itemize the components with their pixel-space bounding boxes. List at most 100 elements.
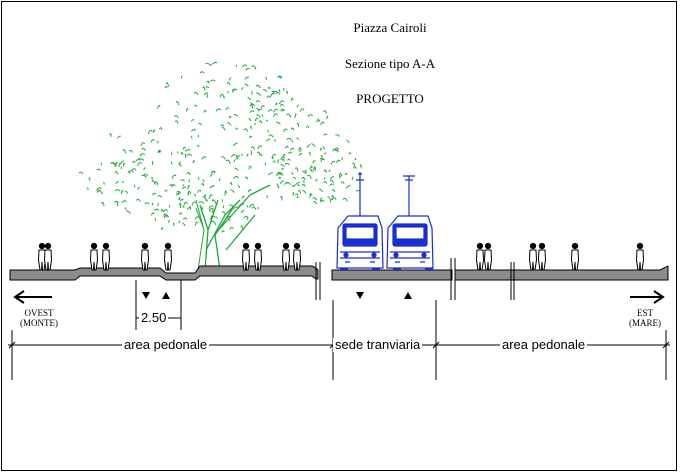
leaf-stroke bbox=[320, 147, 323, 151]
leaf-stroke bbox=[294, 182, 300, 186]
leaf-stroke bbox=[230, 153, 236, 158]
leaf-stroke bbox=[258, 108, 262, 112]
leaf-stroke bbox=[331, 195, 335, 198]
leaf-stroke bbox=[313, 201, 318, 205]
leaf-stroke bbox=[187, 148, 191, 151]
leaf-stroke bbox=[302, 170, 307, 175]
leaf-stroke bbox=[212, 61, 218, 65]
leaf-stroke bbox=[131, 168, 137, 171]
leaf-stroke bbox=[329, 179, 334, 184]
leaf-stroke bbox=[242, 64, 248, 68]
leaf-stroke bbox=[165, 82, 170, 87]
leaf-stroke bbox=[307, 114, 313, 118]
leaf-stroke bbox=[233, 114, 239, 117]
arrow-left-icon bbox=[13, 290, 52, 304]
leaf-stroke bbox=[170, 161, 173, 165]
leaf-stroke bbox=[240, 210, 245, 214]
leaf-stroke bbox=[186, 172, 191, 176]
east-label-line1: EST bbox=[636, 308, 653, 318]
leaf-stroke bbox=[305, 125, 310, 129]
leaf-stroke bbox=[139, 153, 146, 157]
leaf-stroke bbox=[335, 134, 341, 137]
leaf-stroke bbox=[267, 172, 274, 176]
leaf-stroke bbox=[256, 92, 262, 97]
leaf-stroke bbox=[259, 154, 263, 157]
leaf-stroke bbox=[141, 147, 146, 152]
pedestrian-icon bbox=[528, 242, 538, 271]
leaf-stroke bbox=[188, 179, 191, 183]
leaf-stroke bbox=[322, 110, 327, 114]
leaf-stroke bbox=[96, 168, 102, 172]
leaf-stroke bbox=[309, 166, 313, 170]
leaf-stroke bbox=[312, 160, 316, 164]
leaf-stroke bbox=[179, 203, 182, 206]
leaf-stroke bbox=[180, 75, 183, 79]
leaf-stroke bbox=[244, 176, 249, 180]
leaf-stroke bbox=[170, 184, 176, 187]
leaf-stroke bbox=[181, 186, 187, 190]
leaf-stroke bbox=[158, 150, 161, 153]
leaf-stroke bbox=[328, 169, 331, 173]
leaf-stroke bbox=[254, 117, 259, 122]
leaf-stroke bbox=[202, 86, 206, 91]
leaf-stroke bbox=[271, 90, 275, 95]
leaf-stroke bbox=[162, 209, 169, 213]
leaf-stroke bbox=[316, 119, 320, 123]
leaf-stroke bbox=[147, 129, 153, 135]
pedestrian-icon bbox=[635, 242, 645, 271]
leaf-stroke bbox=[157, 104, 161, 109]
leaf-stroke bbox=[138, 158, 145, 161]
leaf-stroke bbox=[297, 184, 300, 187]
leaf-stroke bbox=[125, 210, 132, 214]
leaf-stroke bbox=[115, 181, 119, 185]
leaf-stroke bbox=[330, 160, 336, 165]
leaf-stroke bbox=[311, 143, 316, 147]
leaf-stroke bbox=[277, 172, 283, 175]
leaf-stroke bbox=[210, 79, 216, 82]
leaf-stroke bbox=[201, 156, 207, 160]
leaf-stroke bbox=[163, 213, 168, 218]
leaf-stroke bbox=[178, 161, 181, 166]
leaf-stroke bbox=[275, 121, 281, 125]
leaf-stroke bbox=[187, 185, 190, 190]
leaf-stroke bbox=[228, 77, 232, 81]
leaf-stroke bbox=[157, 203, 160, 207]
leaf-stroke bbox=[120, 189, 124, 194]
leaf-stroke bbox=[121, 200, 127, 203]
leaf-stroke bbox=[160, 227, 164, 231]
leaf-stroke bbox=[280, 108, 284, 112]
leaf-stroke bbox=[301, 176, 306, 181]
leaf-stroke bbox=[264, 162, 267, 166]
leaf-stroke bbox=[272, 160, 276, 164]
leaf-stroke bbox=[327, 195, 331, 200]
leaf-stroke bbox=[280, 156, 286, 161]
leaf-stroke bbox=[280, 164, 285, 168]
pedestrian-icon bbox=[483, 242, 493, 271]
leaf-stroke bbox=[96, 187, 102, 192]
leaf-stroke bbox=[193, 128, 196, 131]
leaf-stroke bbox=[194, 221, 199, 226]
leaf-stroke bbox=[175, 101, 180, 106]
leaf-stroke bbox=[180, 179, 185, 182]
leaf-stroke bbox=[320, 121, 325, 126]
leaf-stroke bbox=[116, 202, 118, 207]
leaf-stroke bbox=[320, 197, 323, 202]
leaf-stroke bbox=[137, 186, 141, 190]
leaf-stroke bbox=[154, 208, 160, 211]
leaf-stroke bbox=[322, 146, 326, 150]
leaf-stroke bbox=[219, 93, 224, 98]
leaf-stroke bbox=[291, 172, 294, 175]
leaf-stroke bbox=[221, 126, 226, 131]
leaf-stroke bbox=[329, 176, 334, 180]
leaf-stroke bbox=[225, 159, 231, 164]
leaf-stroke bbox=[248, 166, 250, 170]
leaf-stroke bbox=[182, 222, 186, 227]
leaf-stroke bbox=[114, 200, 120, 204]
leaf-stroke bbox=[225, 107, 230, 110]
leaf-stroke bbox=[243, 128, 249, 132]
leaf-stroke bbox=[163, 214, 166, 219]
leaf-stroke bbox=[262, 88, 268, 93]
ground-profile bbox=[9, 258, 669, 300]
zone-label-center: sede tranviaria bbox=[333, 337, 423, 352]
leaf-stroke bbox=[266, 95, 271, 98]
